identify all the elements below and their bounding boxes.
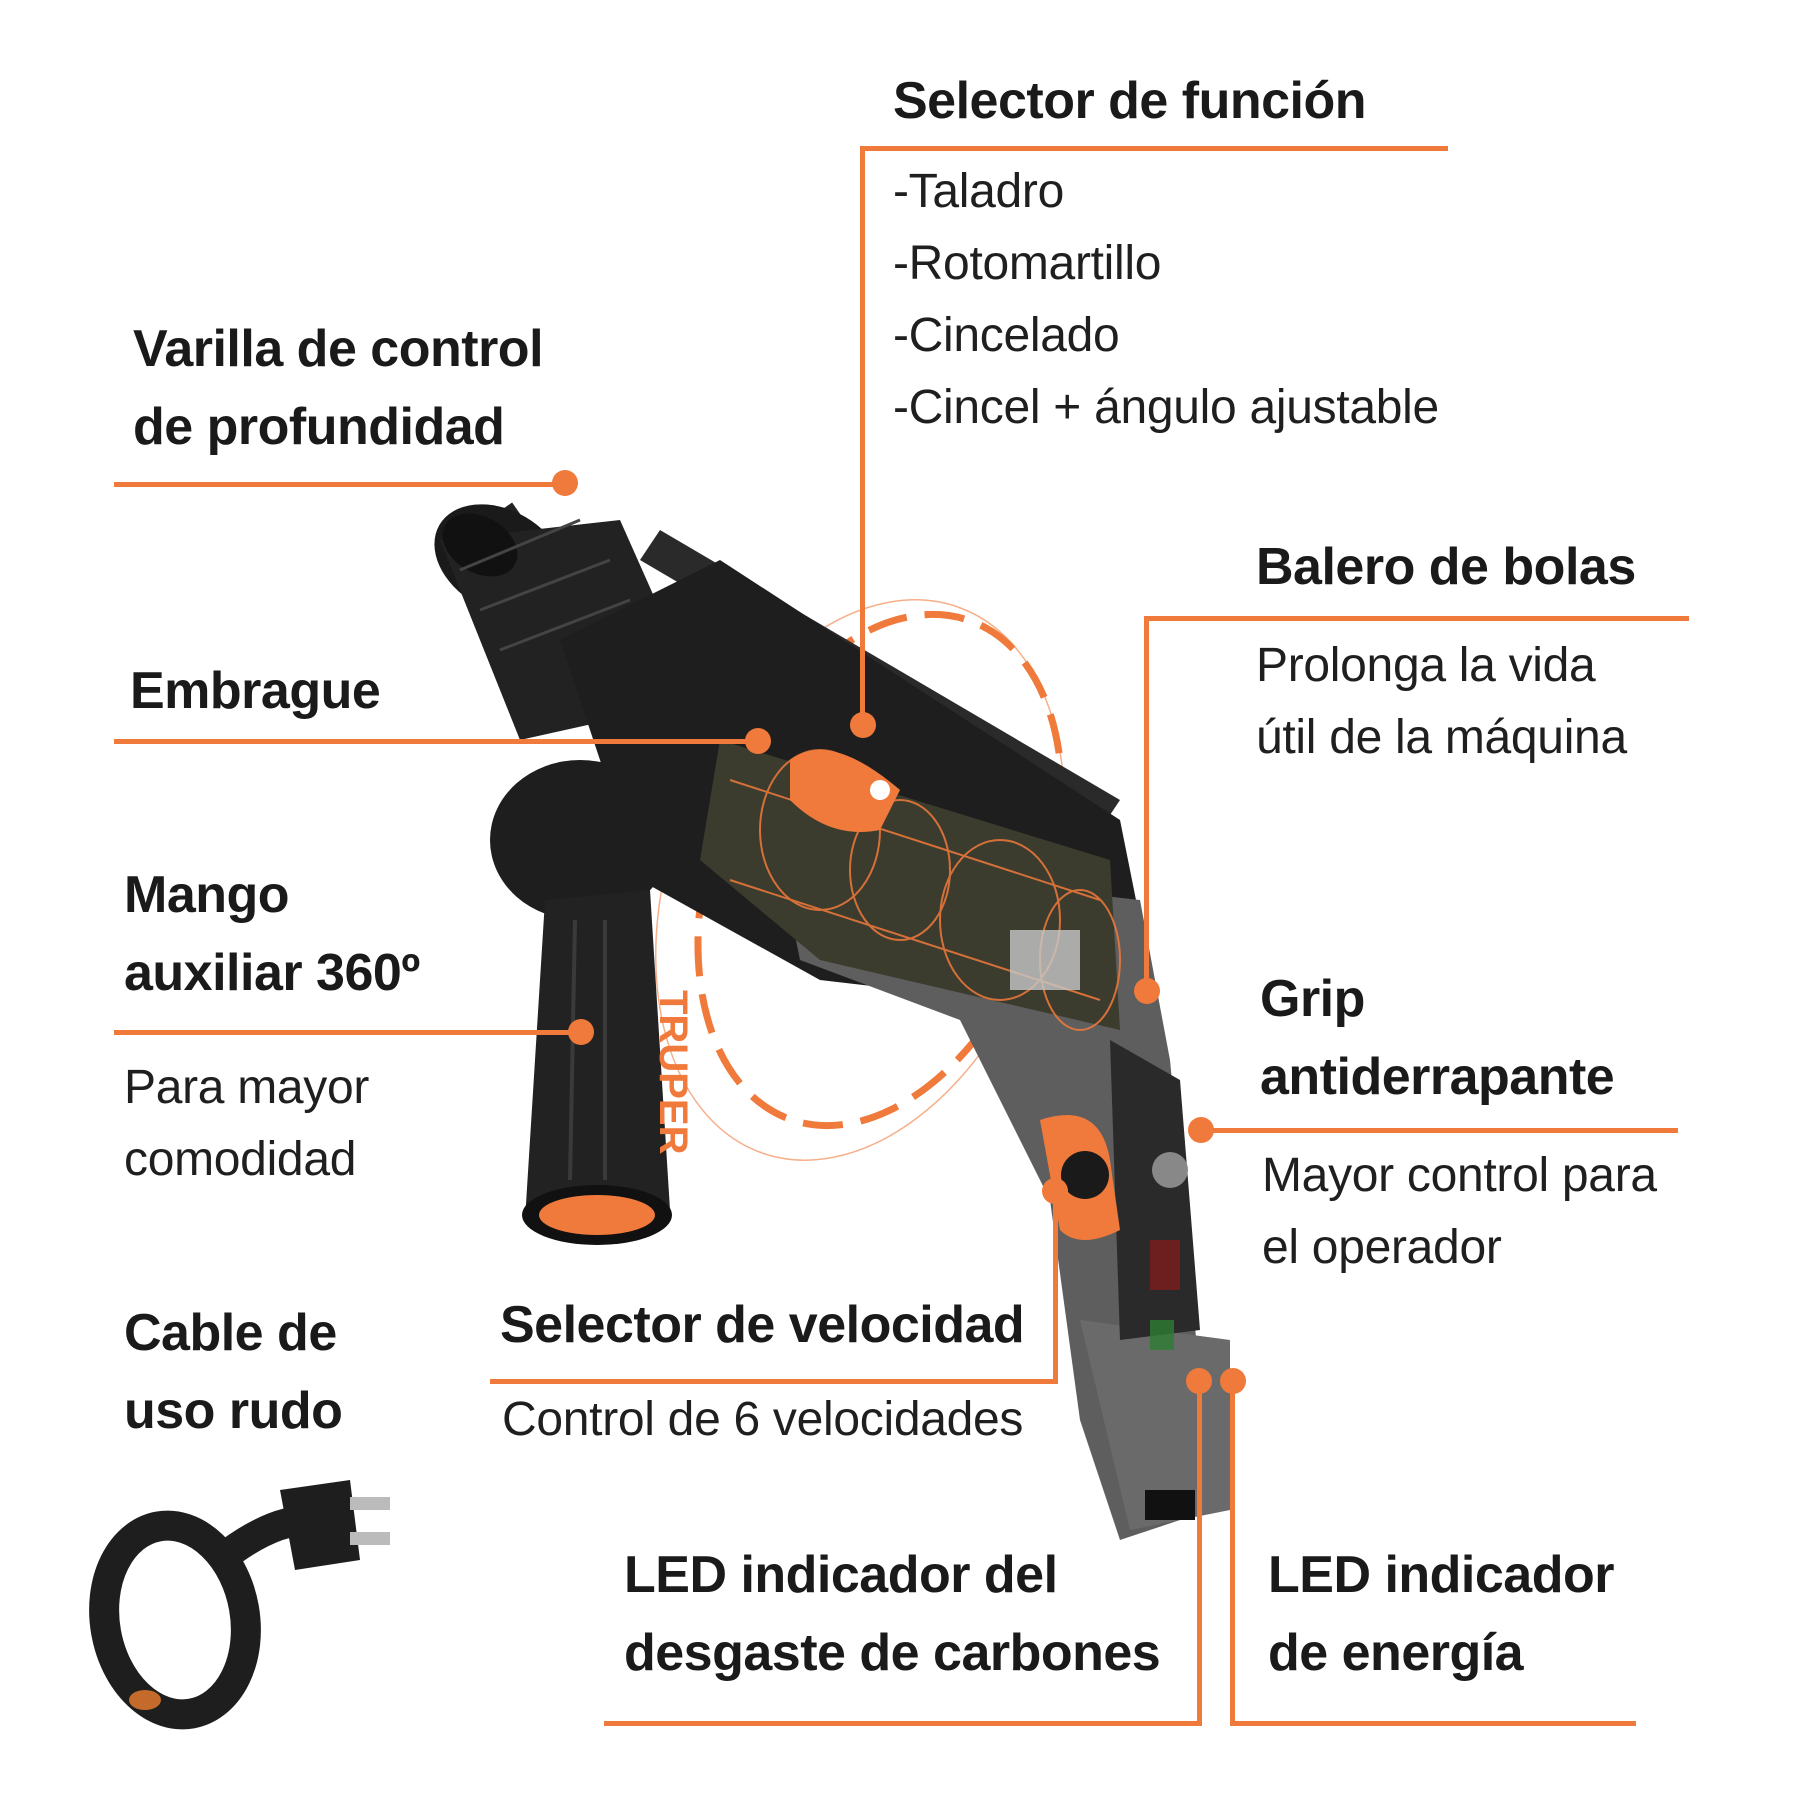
dot-mango	[568, 1019, 594, 1045]
velocidad-title: Selector de velocidad	[500, 1296, 1025, 1354]
leader-balero-h	[1144, 616, 1689, 621]
leader-grip	[1200, 1128, 1678, 1133]
embrague-title: Embrague	[130, 662, 381, 720]
leader-led-carbones-v	[1197, 1380, 1202, 1726]
dot-varilla	[552, 470, 578, 496]
selector-funcion-item-1: -Taladro	[893, 165, 1065, 218]
main-handle-grip	[1110, 1040, 1200, 1340]
leader-led-energia-v	[1230, 1380, 1235, 1726]
leader-mango	[114, 1030, 580, 1035]
velocidad-desc: Control de 6 velocidades	[502, 1393, 1024, 1446]
selector-funcion-title: Selector de función	[893, 72, 1367, 130]
leader-led-carbones-h	[604, 1721, 1202, 1726]
dot-led-carbones	[1186, 1368, 1212, 1394]
varilla-title-2: de profundidad	[133, 398, 505, 456]
mango-title-1: Mango	[124, 866, 290, 924]
led-energia-title-1: LED indicador	[1268, 1546, 1614, 1604]
leader-velocidad-h	[490, 1379, 1058, 1384]
leader-varilla	[114, 482, 564, 487]
grip-title-1: Grip	[1260, 970, 1365, 1028]
leader-led-energia-h	[1230, 1721, 1636, 1726]
balero-title: Balero de bolas	[1256, 538, 1636, 596]
grip-desc-1: Mayor control para	[1262, 1149, 1657, 1202]
selector-funcion-item-3: -Cincelado	[893, 309, 1120, 362]
cable-title-1: Cable de	[124, 1304, 337, 1362]
function-selector-knob	[790, 750, 900, 832]
led-carbones-title-2: desgaste de carbones	[624, 1624, 1161, 1682]
auxiliary-handle-shape: TRUPER	[490, 760, 695, 1245]
grip-desc-2: el operador	[1262, 1221, 1502, 1274]
dot-velocidad	[1042, 1178, 1068, 1204]
balero-desc-2: útil de la máquina	[1256, 711, 1627, 764]
mango-title-2: auxiliar 360º	[124, 944, 420, 1002]
speed-selector-trigger	[1040, 1115, 1120, 1240]
balero-desc-1: Prolonga la vida	[1256, 639, 1596, 692]
mango-desc-1: Para mayor	[124, 1061, 370, 1114]
svg-text:TRUPER: TRUPER	[651, 990, 695, 1155]
leader-selector-funcion-h	[860, 146, 1448, 151]
dot-selector-funcion	[850, 712, 876, 738]
selector-funcion-item-4: -Cincel + ángulo ajustable	[893, 381, 1439, 434]
leader-selector-funcion-v	[860, 146, 865, 726]
mango-desc-2: comodidad	[124, 1133, 357, 1186]
leader-balero-v	[1144, 616, 1149, 991]
selector-funcion-item-2: -Rotomartillo	[893, 237, 1162, 290]
led-energia-title-2: de energía	[1268, 1624, 1524, 1682]
dot-embrague	[745, 728, 771, 754]
leader-embrague	[114, 739, 757, 744]
leader-velocidad-v	[1053, 1190, 1058, 1384]
cable-title-2: uso rudo	[124, 1382, 343, 1440]
varilla-title-1: Varilla de control	[133, 320, 544, 378]
led-carbones-title-1: LED indicador del	[624, 1546, 1058, 1604]
power-cable-plug	[89, 1480, 390, 1730]
dot-balero	[1134, 978, 1160, 1004]
dot-led-energia	[1220, 1368, 1246, 1394]
dot-grip	[1188, 1117, 1214, 1143]
grip-title-2: antiderrapante	[1260, 1048, 1615, 1106]
